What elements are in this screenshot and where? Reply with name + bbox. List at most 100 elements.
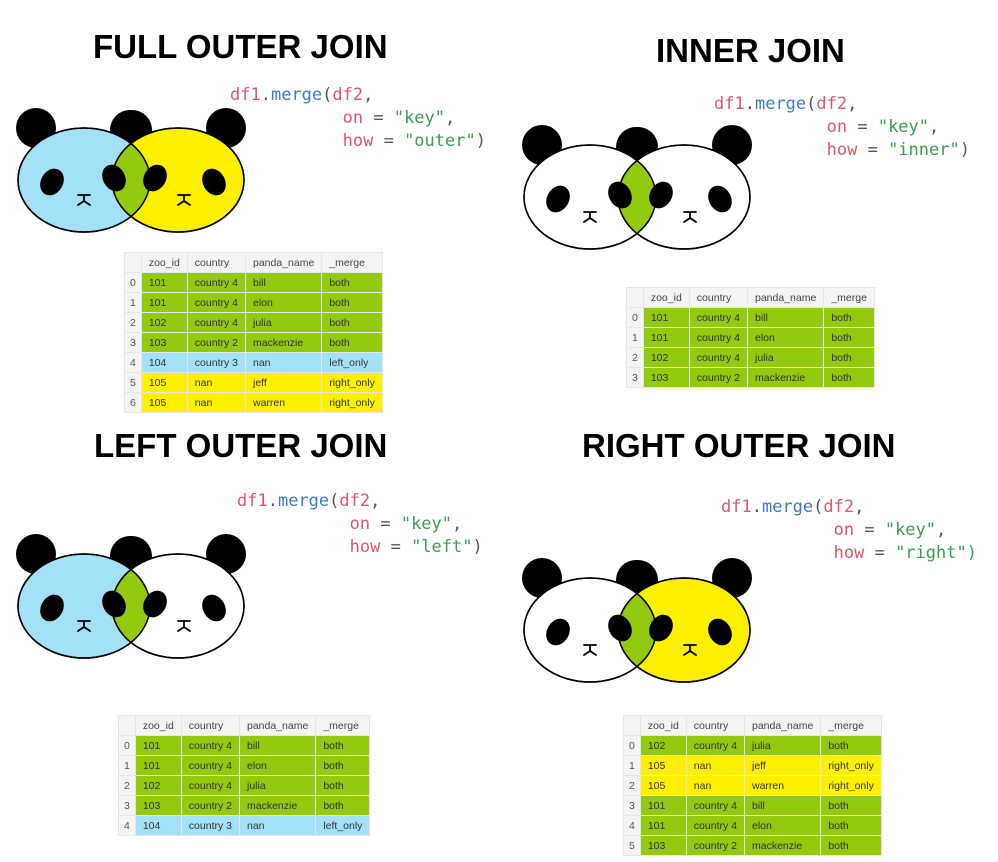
column-header: _merge xyxy=(820,715,882,736)
code-snippet-inner: df1.merge(df2, on = "key", how = "inner"… xyxy=(714,94,970,160)
table-cell: both xyxy=(820,835,882,856)
column-header xyxy=(623,715,641,736)
table-cell: elon xyxy=(743,815,822,836)
right-panda-right-eye xyxy=(202,594,226,622)
row-index: 4 xyxy=(118,815,136,836)
row-index: 0 xyxy=(626,307,644,328)
table-cell: mackenzie xyxy=(238,795,317,816)
left-panda-left-eye xyxy=(40,594,64,622)
row-index: 3 xyxy=(623,795,641,816)
table-cell: elon xyxy=(746,327,825,348)
table-cell: 103 xyxy=(134,795,182,816)
right-panda-outline xyxy=(617,144,751,250)
table-cell: country 4 xyxy=(685,795,746,816)
table-cell: both xyxy=(823,367,875,388)
column-header: zoo_id xyxy=(642,287,690,308)
right-panda-outline xyxy=(617,577,751,683)
table-cell: country 4 xyxy=(180,775,241,796)
left-panda-mouth xyxy=(583,644,597,656)
table-cell: country 2 xyxy=(186,332,247,353)
row-index: 4 xyxy=(623,815,641,836)
row-index: 4 xyxy=(124,352,142,373)
table-cell: 104 xyxy=(134,815,182,836)
table-cell: country 4 xyxy=(186,272,247,293)
table-cell: both xyxy=(321,272,383,293)
table-cell: both xyxy=(820,795,882,816)
right-panda-mouth xyxy=(683,211,697,223)
title-left-outer-join: LEFT OUTER JOIN xyxy=(94,427,388,464)
table-cell: 101 xyxy=(642,307,690,328)
table-cell: both xyxy=(315,735,371,756)
table-cell: country 2 xyxy=(688,367,749,388)
left-panda-left-eye xyxy=(546,185,570,213)
left-panda-mouth xyxy=(77,620,91,632)
table-cell: country 4 xyxy=(685,815,746,836)
left-panda-right-eye xyxy=(102,590,126,618)
row-index: 0 xyxy=(118,735,136,756)
panda-venn-inner xyxy=(522,125,752,250)
table-cell: nan xyxy=(244,352,323,373)
table-cell: both xyxy=(820,815,882,836)
table-cell: mackenzie xyxy=(746,367,825,388)
table-cell: julia xyxy=(743,735,822,756)
row-index: 3 xyxy=(124,332,142,353)
table-cell: right_only xyxy=(820,755,882,776)
table-cell: 103 xyxy=(642,367,690,388)
column-header: country xyxy=(685,715,746,736)
right-panda-left-eye xyxy=(143,164,167,192)
code-snippet-outer: df1.merge(df2, on = "key", how = "outer"… xyxy=(230,85,486,151)
column-header: panda_name xyxy=(743,715,822,736)
table-cell: country 4 xyxy=(685,735,746,756)
code-snippet-left: df1.merge(df2, on = "key", how = "left") xyxy=(237,491,483,557)
table-cell: country 4 xyxy=(688,327,749,348)
table-cell: 101 xyxy=(140,272,188,293)
table-cell: both xyxy=(315,755,371,776)
table-cell: nan xyxy=(685,755,746,776)
table-cell: 105 xyxy=(140,392,188,413)
table-cell: bill xyxy=(244,272,323,293)
table-cell: nan xyxy=(186,372,247,393)
table-cell: 104 xyxy=(140,352,188,373)
right-panda-right-eye xyxy=(202,168,226,196)
column-header xyxy=(124,252,142,273)
table-cell: 101 xyxy=(140,292,188,313)
table-cell: left_only xyxy=(321,352,383,373)
table-cell: both xyxy=(823,327,875,348)
table-cell: country 4 xyxy=(688,307,749,328)
table-cell: right_only xyxy=(321,392,383,413)
row-index: 6 xyxy=(124,392,142,413)
table-cell: 103 xyxy=(140,332,188,353)
column-header: _merge xyxy=(823,287,875,308)
column-header xyxy=(626,287,644,308)
code-snippet-right: df1.merge(df2, on = "key", how = "right"… xyxy=(721,497,977,563)
table-cell: nan xyxy=(685,775,746,796)
column-header: country xyxy=(688,287,749,308)
row-index: 1 xyxy=(623,755,641,776)
column-header: panda_name xyxy=(238,715,317,736)
left-panda-right-eye xyxy=(102,164,126,192)
right-panda-outline xyxy=(111,127,245,233)
table-cell: 101 xyxy=(639,795,687,816)
table-cell: country 3 xyxy=(180,815,241,836)
table-cell: country 4 xyxy=(186,292,247,313)
table-cell: elon xyxy=(244,292,323,313)
table-cell: nan xyxy=(186,392,247,413)
table-cell: both xyxy=(321,312,383,333)
right-panda-mouth xyxy=(177,194,191,206)
